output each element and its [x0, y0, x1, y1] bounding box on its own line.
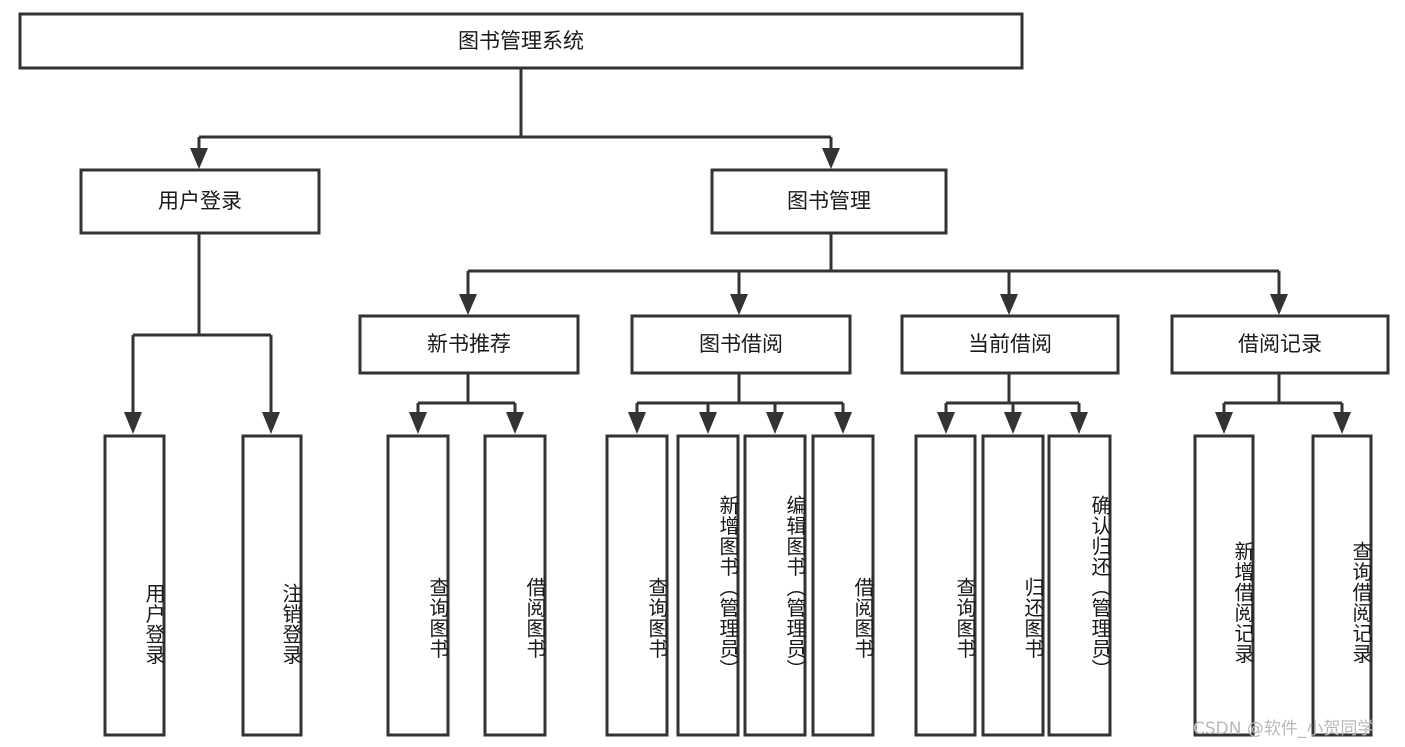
node-root-system-box[interactable]	[18, 12, 1024, 70]
leaf-box-bookborrow-borrow[interactable]	[811, 434, 875, 737]
node-borrow-record-box[interactable]	[1170, 314, 1390, 375]
node-root-system[interactable]: 图书管理系统	[18, 12, 1024, 70]
node-current-borrow-label: 当前借阅	[968, 332, 1052, 356]
leaf-box-record-add[interactable]	[1193, 434, 1255, 737]
leaf-box-newbook-query[interactable]	[386, 434, 450, 737]
connectors-layer	[124, 68, 1351, 434]
arrow-head-current-borrow	[1000, 294, 1018, 315]
arrow-head-bb-leaf-1	[628, 412, 646, 434]
leaf-box-user-login-logout[interactable]	[241, 434, 303, 737]
arrow-head-br-leaf-2	[1333, 412, 1351, 434]
node-new-book-recommend-label: 新书推荐	[427, 332, 511, 356]
node-borrow-record[interactable]: 借阅记录	[1170, 314, 1390, 375]
node-user-login[interactable]: 用户登录	[79, 168, 321, 235]
node-root-system-label: 图书管理系统	[458, 29, 584, 53]
arrow-head-borrow-record	[1270, 294, 1288, 315]
arrow-head-cb-leaf-3	[1070, 412, 1088, 434]
leaf-box-currentborrow-confirm[interactable]	[1047, 434, 1112, 737]
node-book-management[interactable]: 图书管理	[710, 168, 948, 235]
node-current-borrow-box[interactable]	[900, 314, 1120, 375]
node-user-login-box[interactable]	[79, 168, 321, 235]
leaf-box-user-login-login[interactable]	[103, 434, 166, 737]
arrow-head-book-borrow	[730, 294, 748, 315]
arrow-head-bb-leaf-3	[766, 412, 784, 434]
node-book-management-box[interactable]	[710, 168, 948, 235]
node-current-borrow[interactable]: 当前借阅	[900, 314, 1120, 375]
leaf-box-currentborrow-query[interactable]	[914, 434, 977, 737]
arrow-head-nb-leaf-2	[506, 412, 524, 434]
arrow-head-user-login	[190, 148, 208, 169]
leaf-box-newbook-borrow[interactable]	[483, 434, 547, 737]
arrow-head-leaf-logout	[262, 412, 280, 434]
arrow-head-nb-leaf-1	[409, 412, 427, 434]
node-borrow-record-label: 借阅记录	[1238, 332, 1322, 356]
arrow-head-cb-leaf-1	[937, 412, 955, 434]
node-new-book-recommend[interactable]: 新书推荐	[358, 314, 580, 375]
arrow-head-leaf-user-login	[124, 412, 142, 434]
leaf-box-bookborrow-add[interactable]	[676, 434, 740, 737]
node-book-management-label: 图书管理	[787, 189, 871, 213]
arrow-head-br-leaf-1	[1215, 412, 1233, 434]
leaf-box-bookborrow-query[interactable]	[605, 434, 669, 737]
node-book-borrow[interactable]: 图书借阅	[630, 314, 852, 375]
arrow-head-new-book	[459, 294, 477, 315]
arrow-head-book-manage	[822, 148, 840, 169]
arrow-head-cb-leaf-2	[1004, 412, 1022, 434]
leaf-box-currentborrow-return[interactable]	[981, 434, 1045, 737]
node-book-borrow-label: 图书借阅	[699, 332, 783, 356]
leaf-box-bookborrow-edit[interactable]	[743, 434, 807, 737]
node-user-login-label: 用户登录	[158, 189, 242, 213]
node-new-book-recommend-box[interactable]	[358, 314, 580, 375]
node-book-borrow-box[interactable]	[630, 314, 852, 375]
nodes-layer: 图书管理系统 用户登录 图书管理 新书推荐 图书借阅 当前	[18, 12, 1390, 737]
arrow-head-bb-leaf-4	[834, 412, 852, 434]
arrow-head-bb-leaf-2	[699, 412, 717, 434]
leaf-box-record-query[interactable]	[1311, 434, 1373, 737]
csdn-watermark: CSDN @软件_小贺同学	[1193, 719, 1375, 739]
